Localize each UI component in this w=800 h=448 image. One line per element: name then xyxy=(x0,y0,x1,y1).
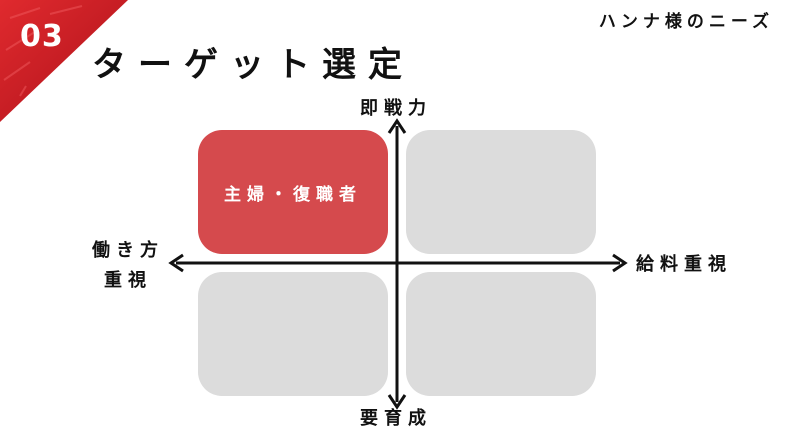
corner-decoration xyxy=(0,0,140,130)
arrow-left-icon xyxy=(168,253,184,273)
arrow-down-icon xyxy=(387,394,407,410)
page-title: ターゲット選定 xyxy=(92,45,414,85)
axis-label-right: 給料重視 xyxy=(636,254,732,275)
axis-label-left-line1: 働き方 xyxy=(92,240,164,261)
quadrant-top-right xyxy=(406,130,596,254)
axis-label-top: 即戦力 xyxy=(360,98,432,119)
quadrant-label: 主婦・復職者 xyxy=(224,184,362,205)
axis-label-left-line2: 重視 xyxy=(104,270,152,291)
arrow-right-icon xyxy=(612,253,628,273)
axis-label-bottom: 要育成 xyxy=(360,408,432,429)
quadrant-bottom-right xyxy=(406,272,596,396)
slide-number: 03 xyxy=(20,19,64,54)
quadrant-bottom-left xyxy=(198,272,388,396)
axis-label-left: 働き方 重視 xyxy=(80,236,176,296)
header-tag: ハンナ様のニーズ xyxy=(598,12,774,32)
quadrant-top-left: 主婦・復職者 xyxy=(198,130,388,254)
arrow-up-icon xyxy=(387,118,407,134)
